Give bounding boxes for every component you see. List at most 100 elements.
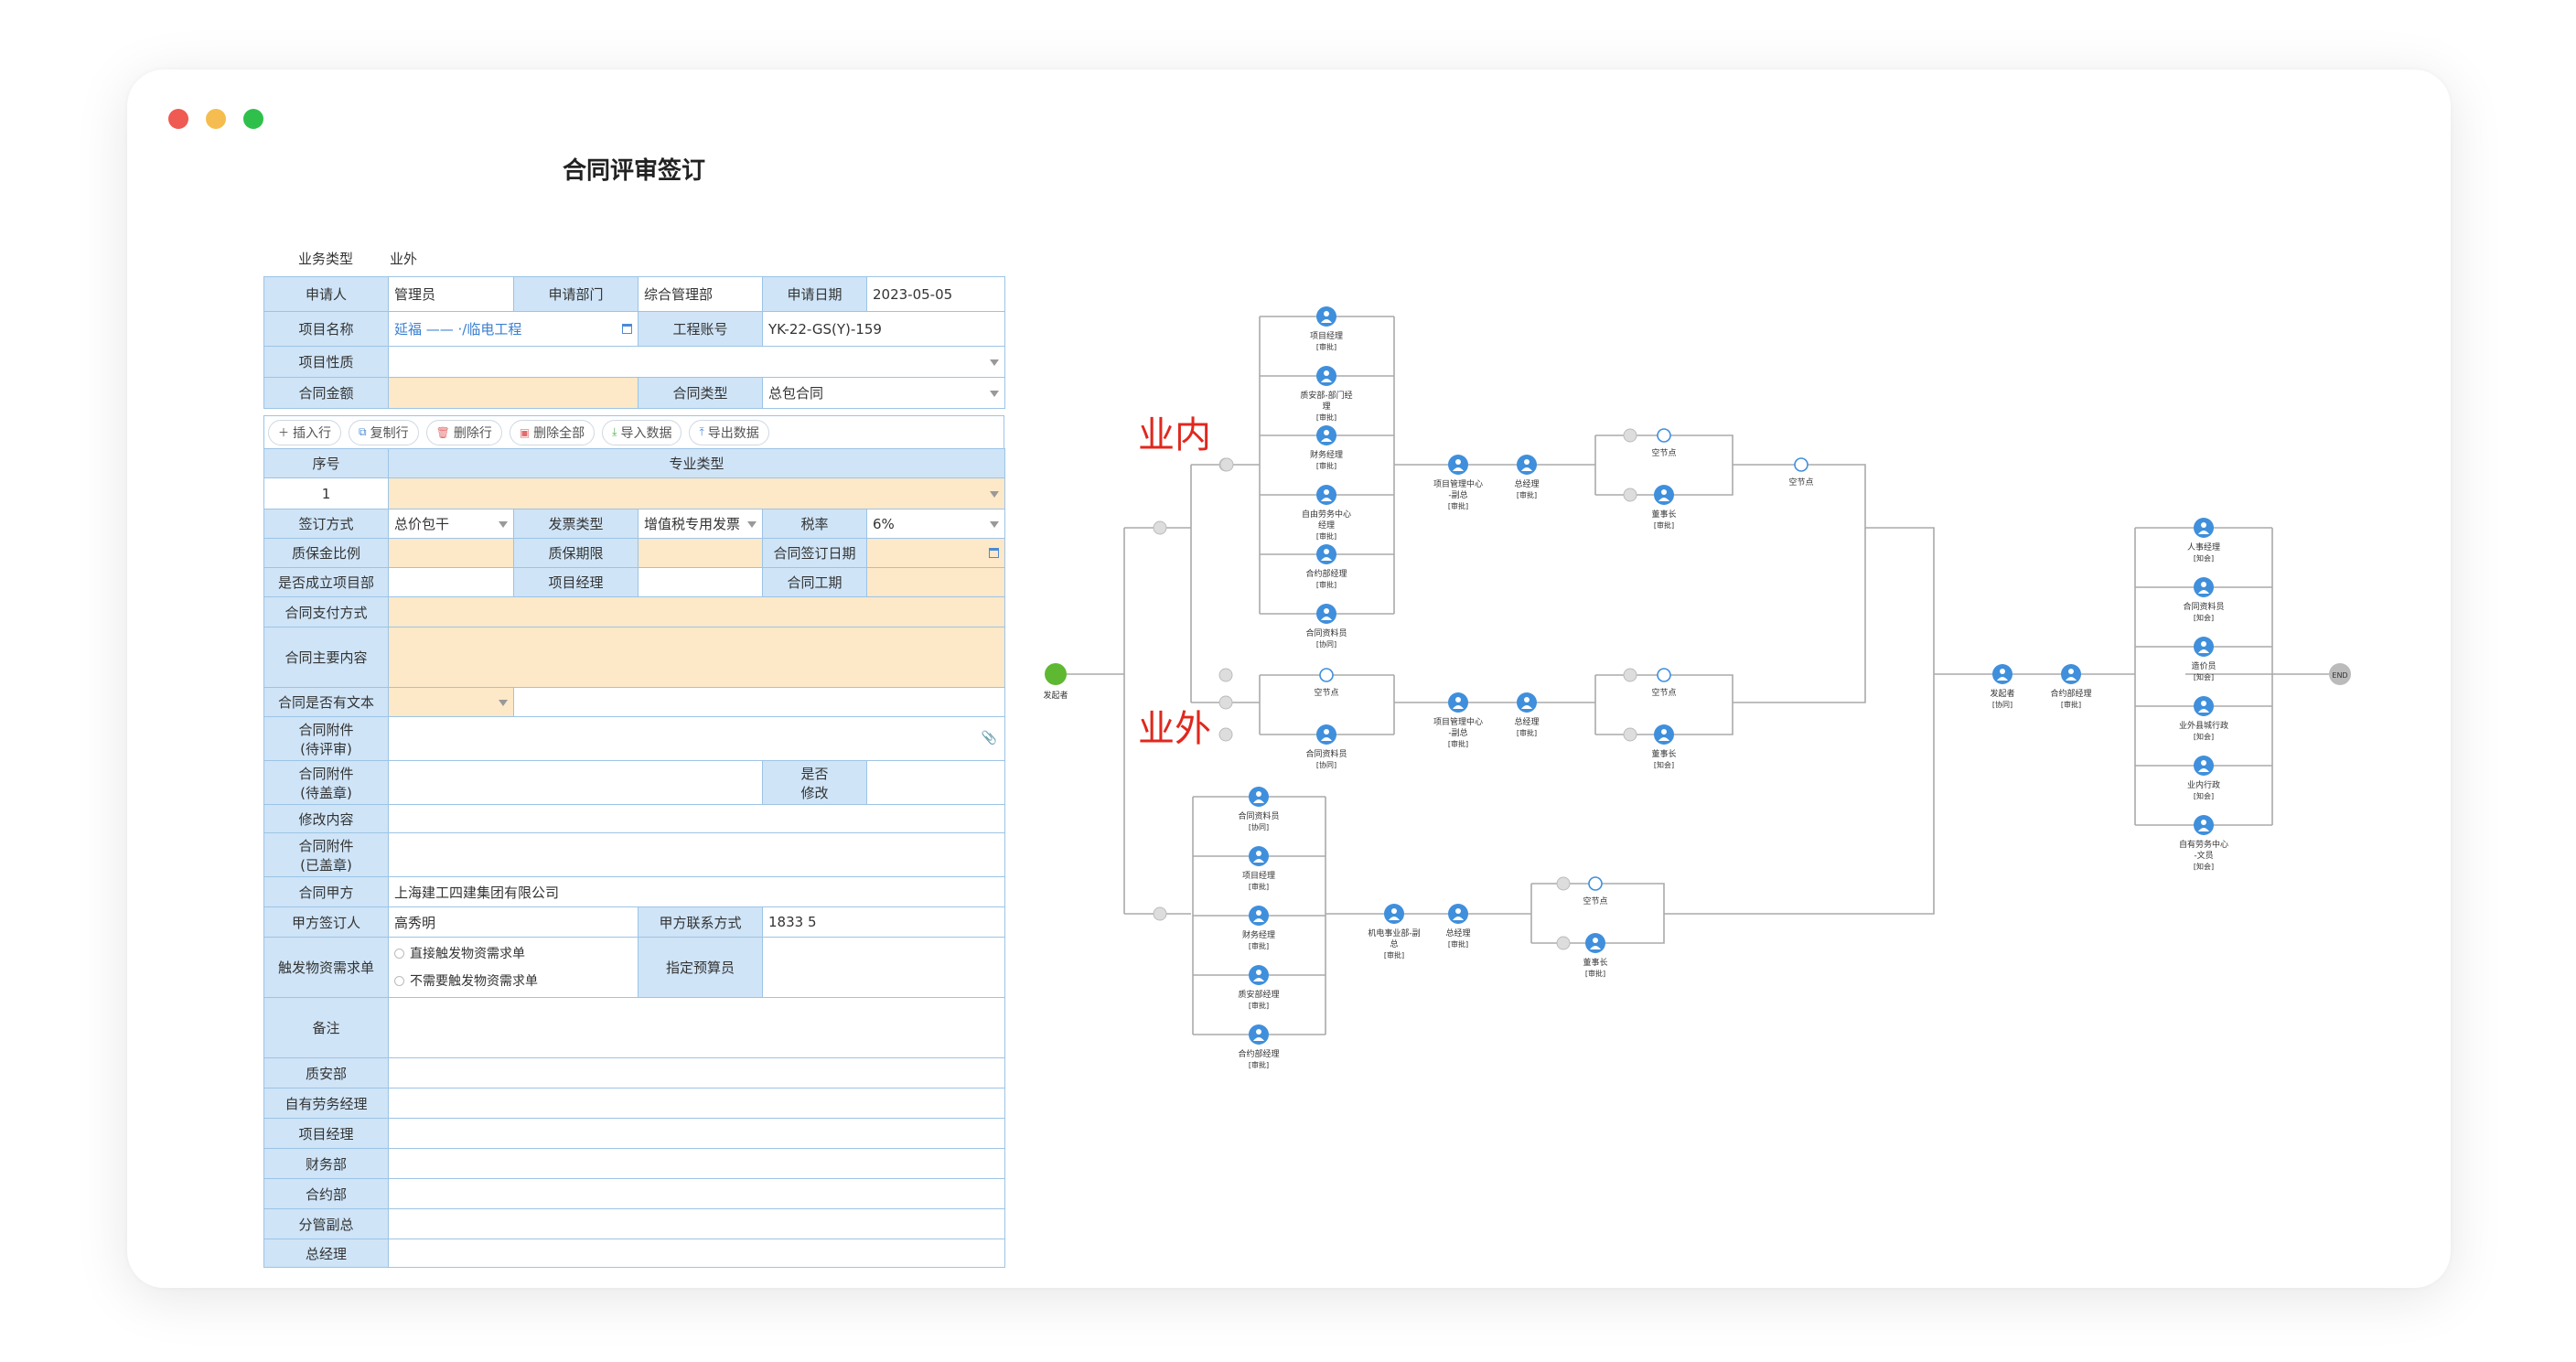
invoice-type-value: 增值税专用发票 [644, 516, 741, 532]
person-head [1661, 729, 1667, 735]
radio-icon[interactable] [394, 949, 404, 959]
modified-field[interactable] [865, 760, 1006, 805]
lower-empty-node[interactable] [1588, 876, 1603, 891]
quality-field[interactable] [387, 1057, 1006, 1089]
upper-approver-2[interactable] [1316, 366, 1336, 386]
project-name-field[interactable]: 延福 —— ·/临电工程 [388, 311, 639, 347]
contract-dept-field[interactable] [387, 1178, 1006, 1209]
lower-approver-1[interactable] [1249, 787, 1269, 807]
att-review-upload[interactable]: 📎 [387, 716, 1006, 761]
seq-label: 序号 [263, 448, 389, 478]
sign-date-field[interactable] [865, 538, 1006, 568]
close-window-button[interactable] [168, 109, 188, 129]
copy-row-button[interactable]: ⧉复制行 [349, 419, 419, 445]
modify-content-field[interactable] [387, 804, 1006, 833]
pm-field[interactable] [638, 567, 763, 597]
picker-icon[interactable] [622, 323, 632, 334]
upper-empty-node[interactable] [1657, 428, 1671, 443]
content-field[interactable] [387, 627, 1006, 688]
final-starter-node[interactable] [1992, 664, 2012, 684]
upper-approver-6[interactable] [1316, 604, 1336, 624]
gm-field[interactable] [387, 1239, 1006, 1268]
signer-field[interactable]: 高秀明 [388, 906, 639, 938]
notify-node-3[interactable] [2194, 637, 2214, 657]
paperclip-icon[interactable]: 📎 [981, 730, 998, 745]
upper-approver-1[interactable] [1316, 306, 1336, 327]
sign-method-select[interactable]: 总价包干 [388, 509, 514, 539]
remark-field[interactable] [387, 997, 1006, 1058]
trigger-option-direct[interactable]: 直接触发物资需求单 [394, 940, 632, 968]
contract-type-select[interactable]: 总包合同 [762, 377, 1005, 409]
signer-label: 甲方签订人 [263, 906, 389, 938]
delete-row-button[interactable]: 🗑删除行 [425, 419, 502, 445]
notify-node-5[interactable] [2194, 756, 2214, 776]
upper-approver-4[interactable] [1316, 485, 1336, 505]
finance-field[interactable] [387, 1148, 1006, 1179]
mid-vp-node[interactable] [1448, 692, 1468, 713]
budget-field[interactable] [761, 937, 1006, 998]
account-label: 工程账号 [638, 311, 763, 347]
notify-node-6[interactable] [2194, 815, 2214, 835]
warranty-period-field[interactable] [638, 538, 763, 568]
calendar-icon[interactable] [989, 547, 1000, 558]
nature-select[interactable] [388, 346, 1005, 378]
contact-field[interactable]: 1833 5 [761, 906, 1006, 938]
notify-node-1-label: 人事经理 [2187, 542, 2220, 552]
mid-chair-node-label: 董事长 [1651, 748, 1676, 759]
person-head [2201, 760, 2206, 766]
specialty-select[interactable] [387, 477, 1006, 509]
mid-clerk-node[interactable] [1316, 724, 1336, 745]
new-dept-field[interactable] [388, 567, 514, 597]
lower-chair-node[interactable] [1585, 933, 1605, 953]
delete-all-button[interactable]: ▣删除全部 [509, 419, 596, 445]
start-node-icon[interactable] [1045, 663, 1067, 685]
notify-node-2[interactable] [2194, 577, 2214, 597]
pm2-field[interactable] [387, 1118, 1006, 1149]
account-field[interactable]: YK-22-GS(Y)-159 [762, 311, 1005, 347]
trigger-option-none[interactable]: 不需要触发物资需求单 [394, 968, 632, 995]
business-type-label: 业务类型 [298, 251, 354, 267]
lower-approver-5[interactable] [1249, 1024, 1269, 1045]
has-text-select[interactable] [388, 687, 514, 717]
lower-approver-4[interactable] [1249, 965, 1269, 985]
mid-gm-node[interactable] [1517, 692, 1537, 713]
radio-icon[interactable] [394, 976, 404, 986]
import-data-button[interactable]: ⤓导入数据 [602, 419, 682, 445]
lower-approver-3[interactable] [1249, 906, 1269, 926]
duration-field[interactable] [865, 567, 1006, 597]
export-data-button[interactable]: ⤒导出数据 [689, 419, 769, 445]
insert-row-button[interactable]: ＋插入行 [268, 419, 342, 445]
lower-gm-node[interactable] [1448, 904, 1468, 924]
party-a-field[interactable]: 上海建工四建集团有限公司 [387, 876, 1006, 907]
upper-approver-3[interactable] [1316, 425, 1336, 445]
mid-empty2-node[interactable] [1657, 668, 1671, 682]
tax-select[interactable]: 6% [865, 509, 1006, 539]
lower-approver-2[interactable] [1249, 846, 1269, 866]
minimize-window-button[interactable] [206, 109, 226, 129]
amount-field[interactable] [388, 377, 639, 409]
lower-vp-node[interactable] [1384, 904, 1404, 924]
date-field[interactable]: 2023-05-05 [866, 276, 1005, 312]
vp-field[interactable] [387, 1208, 1006, 1239]
mid-empty-node[interactable] [1319, 668, 1334, 682]
att-stamp-upload[interactable] [388, 760, 763, 805]
att-stamped-upload[interactable] [387, 832, 1006, 877]
final-starter-node-tag: [协同] [1992, 700, 2012, 709]
upper-chair-node[interactable] [1654, 485, 1674, 505]
dept-field[interactable]: 综合管理部 [638, 276, 763, 312]
labor-field[interactable] [387, 1088, 1006, 1119]
invoice-type-select[interactable]: 增值税专用发票 [638, 509, 763, 539]
end-node-icon[interactable] [2329, 663, 2351, 685]
applicant-field[interactable]: 管理员 [388, 276, 514, 312]
notify-node-4[interactable] [2194, 696, 2214, 716]
notify-node-1[interactable] [2194, 518, 2214, 538]
final-contract-node[interactable] [2061, 664, 2081, 684]
maximize-window-button[interactable] [243, 109, 263, 129]
warranty-ratio-field[interactable] [388, 538, 514, 568]
upper-merge-empty-node[interactable] [1794, 457, 1809, 472]
upper-approver-5[interactable] [1316, 544, 1336, 564]
upper-vp-node[interactable] [1448, 455, 1468, 475]
upper-gm-node[interactable] [1517, 455, 1537, 475]
payment-field[interactable] [387, 596, 1006, 627]
mid-chair-node[interactable] [1654, 724, 1674, 745]
